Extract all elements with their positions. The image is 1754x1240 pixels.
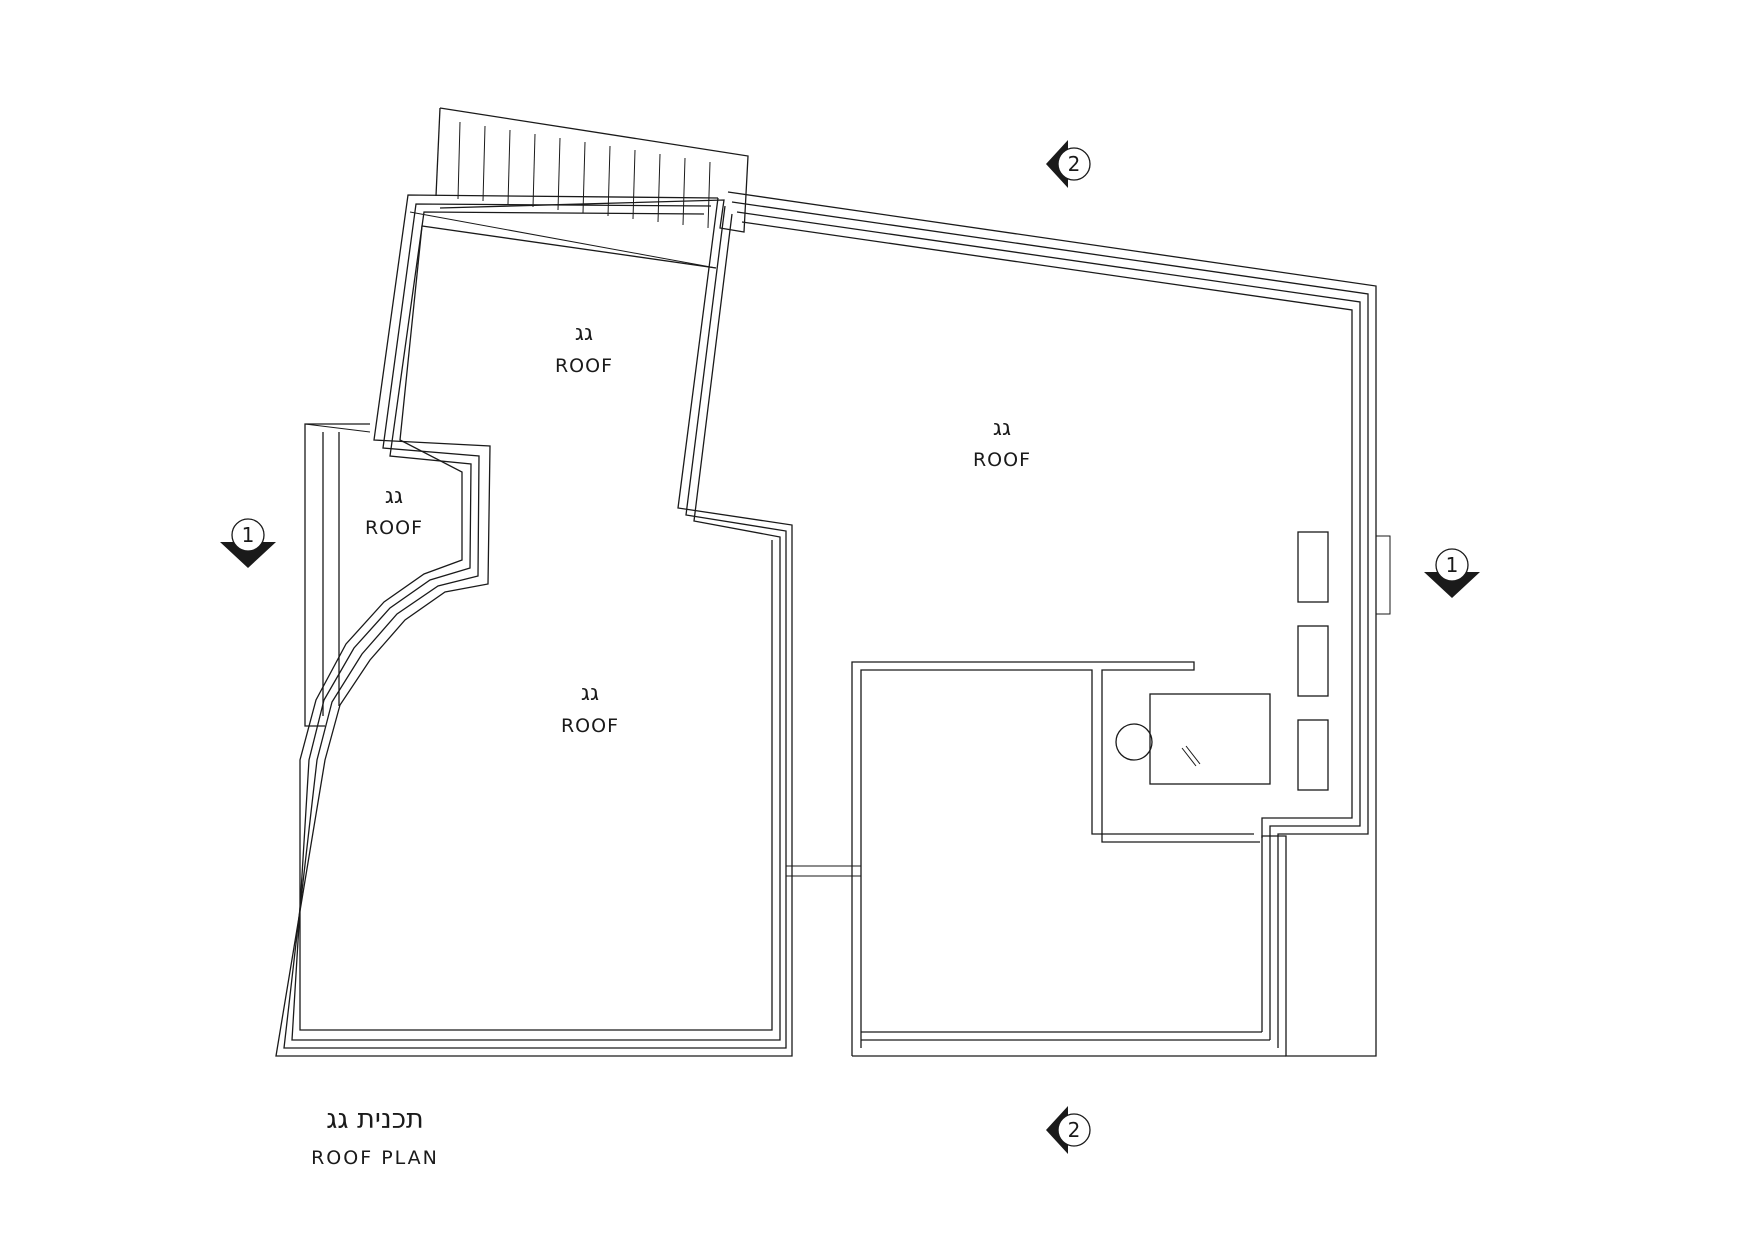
section-arrow-icon — [1424, 572, 1480, 598]
room-label-small-left: גג ROOF — [365, 484, 423, 539]
left-building-walls — [275, 194, 793, 1057]
drawing-title: תכנית גג ROOF PLAN — [311, 1104, 439, 1169]
equipment-unit-1 — [1297, 531, 1329, 603]
room-label-main-left: גג ROOF — [561, 681, 619, 737]
title-english: ROOF PLAN — [311, 1147, 439, 1169]
room-label-english: ROOF — [555, 355, 613, 377]
section-marker-bottom: 2 — [1046, 1106, 1091, 1154]
equipment-unit-3 — [1297, 719, 1329, 791]
room-label-top-left: גג ROOF — [555, 321, 613, 377]
round-tank — [1115, 723, 1153, 761]
right-building-walls — [727, 191, 1391, 1057]
left-parapet — [304, 423, 371, 727]
section-arrow-icon — [220, 542, 276, 568]
section-marker-label: 1 — [242, 523, 255, 547]
room-label-hebrew: גג — [993, 416, 1011, 441]
section-marker-right: 1 — [1424, 548, 1480, 598]
equipment-unit-2 — [1297, 625, 1329, 697]
room-label-hebrew: גג — [385, 484, 403, 509]
room-label-hebrew: גג — [575, 321, 593, 346]
section-marker-top: 2 — [1046, 140, 1091, 188]
stair-strip — [435, 107, 749, 233]
rooftop-equipment — [1115, 531, 1329, 791]
room-label-right: גג ROOF — [973, 416, 1031, 471]
room-label-english: ROOF — [973, 449, 1031, 471]
section-marker-label: 1 — [1446, 553, 1459, 577]
room-label-english: ROOF — [561, 715, 619, 737]
room-label-hebrew: גג — [581, 681, 599, 706]
section-marker-label: 2 — [1068, 152, 1081, 176]
section-marker-left: 1 — [220, 518, 276, 568]
water-tank — [1149, 693, 1271, 785]
section-marker-label: 2 — [1068, 1118, 1081, 1142]
title-hebrew: תכנית גג — [326, 1104, 423, 1135]
room-label-english: ROOF — [365, 517, 423, 539]
